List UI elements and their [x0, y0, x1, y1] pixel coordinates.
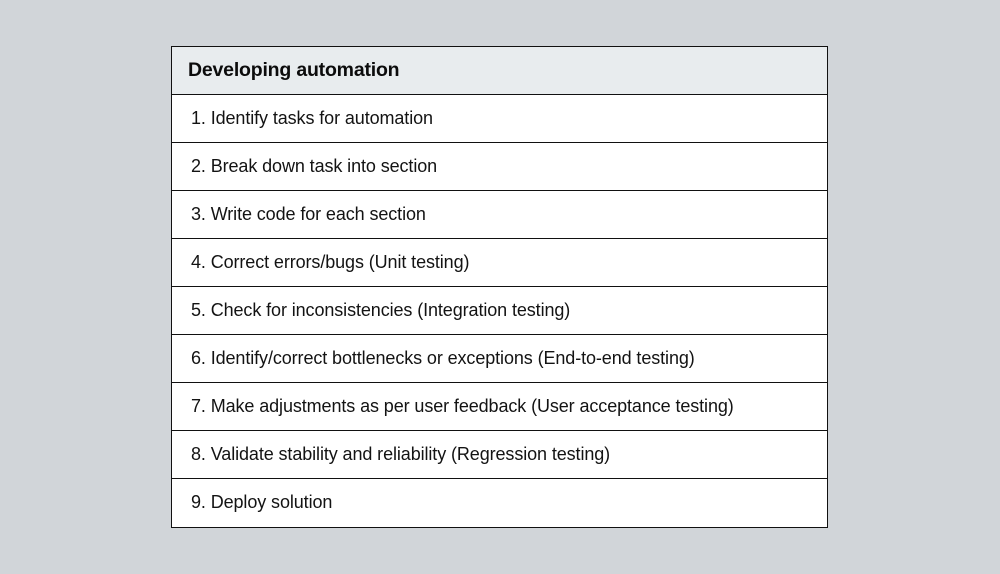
table-row-label: 1. Identify tasks for automation — [191, 107, 433, 128]
table-header: Developing automation — [172, 47, 827, 95]
table-row[interactable]: 1. Identify tasks for automation — [172, 95, 827, 143]
table-row-label: 3. Write code for each section — [191, 203, 426, 224]
table-body: 1. Identify tasks for automation 2. Brea… — [172, 95, 827, 527]
table-row[interactable]: 5. Check for inconsistencies (Integratio… — [172, 287, 827, 335]
table-row-label: 6. Identify/correct bottlenecks or excep… — [191, 347, 695, 368]
table-row[interactable]: 8. Validate stability and reliability (R… — [172, 431, 827, 479]
table-row-label: 4. Correct errors/bugs (Unit testing) — [191, 251, 470, 272]
table-row-label: 9. Deploy solution — [191, 492, 333, 513]
table-row[interactable]: 4. Correct errors/bugs (Unit testing) — [172, 239, 827, 287]
table-row-label: 8. Validate stability and reliability (R… — [191, 443, 611, 464]
page-title: Developing automation — [188, 58, 400, 81]
table-row[interactable]: 9. Deploy solution — [172, 479, 827, 527]
table-row-label: 7. Make adjustments as per user feedback… — [191, 395, 734, 416]
table-row[interactable]: 3. Write code for each section — [172, 191, 827, 239]
table-row[interactable]: 7. Make adjustments as per user feedback… — [172, 383, 827, 431]
developing-automation-table: Developing automation 1. Identify tasks … — [171, 46, 828, 528]
table-row[interactable]: 6. Identify/correct bottlenecks or excep… — [172, 335, 827, 383]
table-row-label: 2. Break down task into section — [191, 155, 438, 176]
table-row-label: 5. Check for inconsistencies (Integratio… — [191, 299, 571, 320]
table-row[interactable]: 2. Break down task into section — [172, 143, 827, 191]
